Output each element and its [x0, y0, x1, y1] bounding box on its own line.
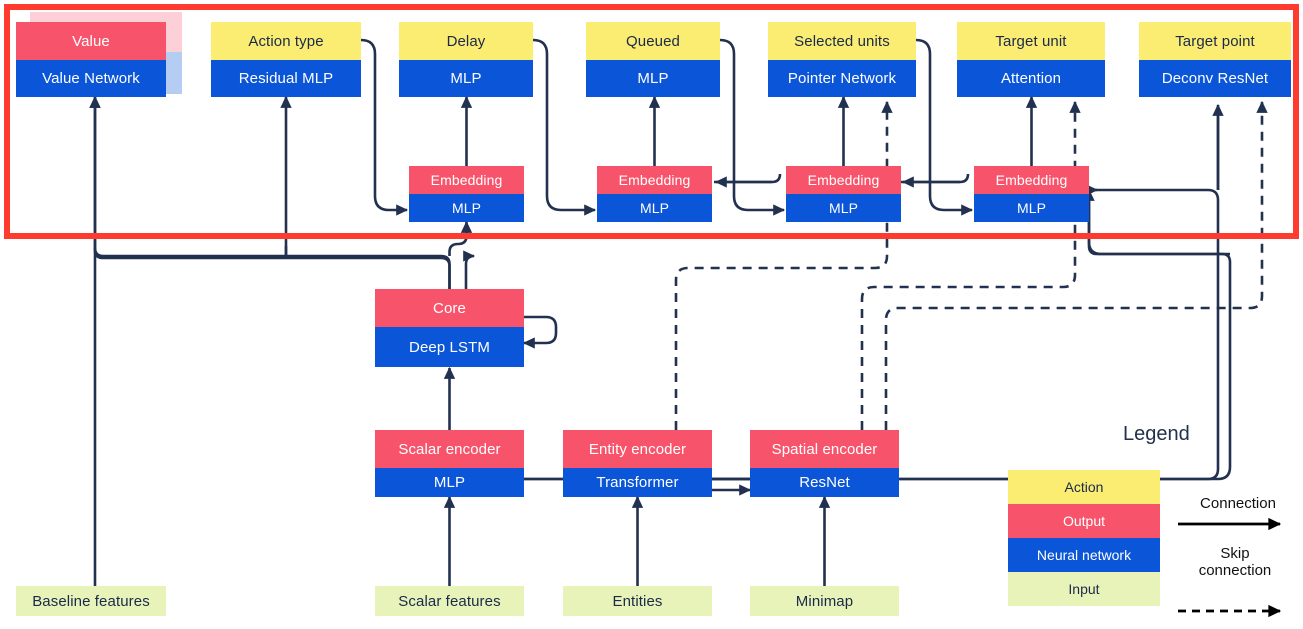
- node-minimap-label: Minimap: [750, 586, 899, 616]
- node-minimap[interactable]: Minimap: [750, 586, 899, 616]
- node-target-point[interactable]: Target point Deconv ResNet: [1139, 22, 1291, 97]
- node-embedding-selected-units-module: MLP: [786, 194, 901, 222]
- node-embedding-delay-title: Embedding: [409, 166, 524, 194]
- node-entities[interactable]: Entities: [563, 586, 712, 616]
- legend-swatches: Action Output Neural network Input: [1008, 470, 1160, 606]
- node-action-type[interactable]: Action type Residual MLP: [211, 22, 361, 97]
- node-queued[interactable]: Queued MLP: [586, 22, 720, 97]
- node-spatial-encoder[interactable]: Spatial encoder ResNet: [750, 430, 899, 497]
- node-target-unit-title: Target unit: [957, 22, 1105, 60]
- node-target-unit-module: Attention: [957, 60, 1105, 97]
- node-scalar-encoder[interactable]: Scalar encoder MLP: [375, 430, 524, 497]
- node-target-point-title: Target point: [1139, 22, 1291, 60]
- node-baseline-features[interactable]: Baseline features: [16, 586, 166, 616]
- node-value-title: Value: [16, 22, 166, 60]
- node-queued-title: Queued: [586, 22, 720, 60]
- legend-swatch-neural-network: Neural network: [1008, 538, 1160, 572]
- node-target-point-module: Deconv ResNet: [1139, 60, 1291, 97]
- node-entity-encoder-module: Transformer: [563, 468, 712, 497]
- node-action-type-module: Residual MLP: [211, 60, 361, 97]
- node-queued-module: MLP: [586, 60, 720, 97]
- node-embedding-queued[interactable]: Embedding MLP: [597, 166, 712, 222]
- legend-connection-label: Connection: [1200, 495, 1276, 512]
- node-selected-units[interactable]: Selected units Pointer Network: [768, 22, 916, 97]
- node-embedding-delay-module: MLP: [409, 194, 524, 222]
- node-embedding-target-unit[interactable]: Embedding MLP: [974, 166, 1089, 222]
- node-delay-module: MLP: [399, 60, 533, 97]
- node-target-unit[interactable]: Target unit Attention: [957, 22, 1105, 97]
- node-baseline-features-label: Baseline features: [16, 586, 166, 616]
- node-embedding-queued-module: MLP: [597, 194, 712, 222]
- node-scalar-encoder-title: Scalar encoder: [375, 430, 524, 468]
- node-core[interactable]: Core Deep LSTM: [375, 289, 524, 367]
- node-action-type-title: Action type: [211, 22, 361, 60]
- legend-swatch-input: Input: [1008, 572, 1160, 606]
- node-embedding-selected-units[interactable]: Embedding MLP: [786, 166, 901, 222]
- node-value[interactable]: Value Value Network: [16, 22, 166, 97]
- node-scalar-features-label: Scalar features: [375, 586, 524, 616]
- node-embedding-queued-title: Embedding: [597, 166, 712, 194]
- node-embedding-target-unit-title: Embedding: [974, 166, 1089, 194]
- node-entity-encoder-title: Entity encoder: [563, 430, 712, 468]
- node-spatial-encoder-title: Spatial encoder: [750, 430, 899, 468]
- node-entity-encoder[interactable]: Entity encoder Transformer: [563, 430, 712, 497]
- legend-title: Legend: [1123, 423, 1190, 445]
- node-selected-units-module: Pointer Network: [768, 60, 916, 97]
- legend-swatch-action: Action: [1008, 470, 1160, 504]
- node-entities-label: Entities: [563, 586, 712, 616]
- node-embedding-target-unit-module: MLP: [974, 194, 1089, 222]
- legend-swatch-output: Output: [1008, 504, 1160, 538]
- node-embedding-selected-units-title: Embedding: [786, 166, 901, 194]
- node-scalar-features[interactable]: Scalar features: [375, 586, 524, 616]
- node-core-module: Deep LSTM: [375, 327, 524, 367]
- node-delay-title: Delay: [399, 22, 533, 60]
- legend-arrows: [1178, 517, 1282, 618]
- node-selected-units-title: Selected units: [768, 22, 916, 60]
- node-embedding-delay[interactable]: Embedding MLP: [409, 166, 524, 222]
- node-spatial-encoder-module: ResNet: [750, 468, 899, 497]
- node-delay[interactable]: Delay MLP: [399, 22, 533, 97]
- node-core-title: Core: [375, 289, 524, 327]
- legend-skip-label: Skip connection: [1198, 545, 1272, 580]
- node-value-module: Value Network: [16, 60, 166, 97]
- action-heads-highlight: [4, 4, 1299, 239]
- node-scalar-encoder-module: MLP: [375, 468, 524, 497]
